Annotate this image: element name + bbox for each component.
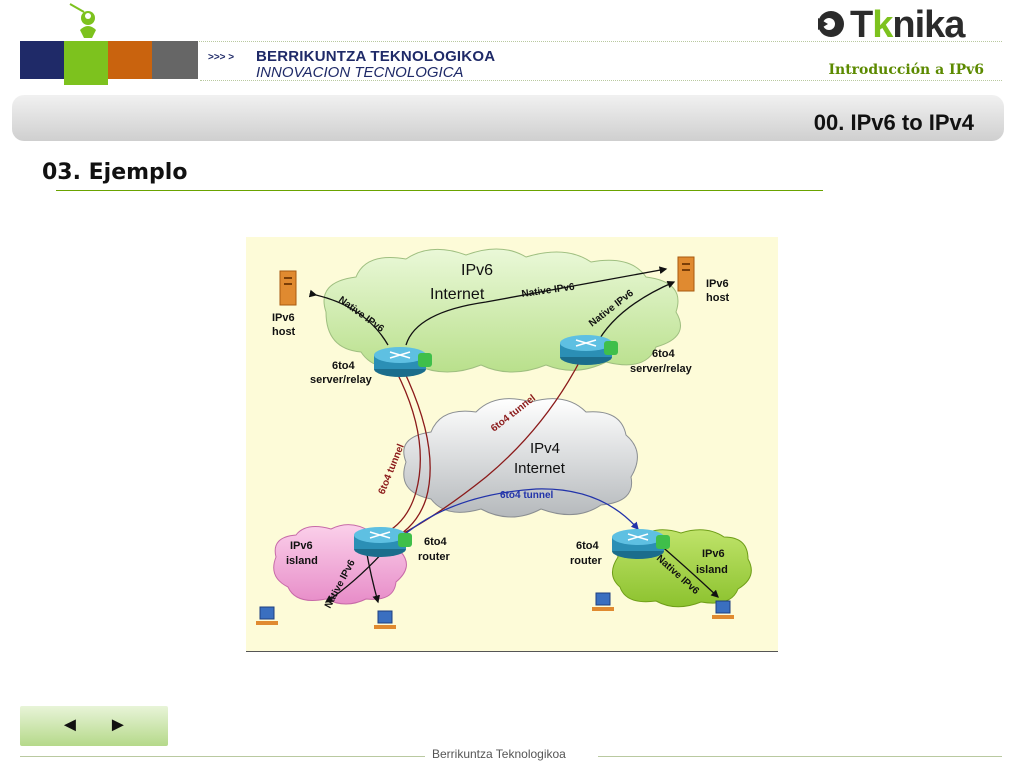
host-label-left-l1: IPv6 <box>272 312 295 324</box>
title-banner <box>12 95 1004 141</box>
island-label-right-l1: IPv6 <box>702 548 725 560</box>
logo-suffix: nika <box>892 4 965 46</box>
footer-rule-right <box>598 756 1002 757</box>
prev-slide-button[interactable]: ◄ <box>60 714 80 736</box>
header-dotted-line <box>200 80 1002 81</box>
island-label-left-l2: island <box>286 555 318 567</box>
logo-prefix: T <box>850 4 873 46</box>
ipv4-cloud-label-line1: IPv4 <box>530 440 560 457</box>
relay-label-right-l1: 6to4 <box>652 348 676 360</box>
logo-accent: k <box>872 4 893 46</box>
host-label-left-l2: host <box>272 326 296 338</box>
server-icon <box>677 256 695 292</box>
6to4-tunnel-label-routers: 6to4 tunnel <box>500 490 554 501</box>
mascot-icon <box>69 3 96 38</box>
footer-rule-left <box>20 756 425 757</box>
computer-icon <box>712 600 734 619</box>
router-label-right-l1: 6to4 <box>576 540 600 552</box>
brand-square-green <box>64 41 108 85</box>
brand-title-spanish: INNOVACION TECNOLOGICA <box>256 64 464 81</box>
native-ipv6-link-top <box>405 266 668 346</box>
computer-icon <box>256 606 278 625</box>
router-label-right-l2: router <box>570 555 603 567</box>
6to4-tunnel-link-left <box>374 366 421 539</box>
host-label-right-l1: IPv6 <box>706 278 729 290</box>
router-icon <box>560 335 618 365</box>
brand-square-orange <box>108 41 152 79</box>
section-rule <box>56 190 823 191</box>
brand-arrows: >>> > <box>208 52 235 63</box>
ipv6-cloud-label-line1: IPv6 <box>461 262 493 279</box>
island-label-right-l2: island <box>696 564 728 576</box>
relay-label-right-l2: server/relay <box>630 363 693 375</box>
island-label-left-l1: IPv6 <box>290 540 313 552</box>
brand-square-navy <box>20 41 64 79</box>
6to4-tunnel-label-left: 6to4 tunnel <box>377 442 407 496</box>
router-icon <box>612 529 670 559</box>
6to4-tunnel-link-left-return <box>387 359 431 542</box>
router-icon <box>374 347 432 377</box>
relay-label-left-l2: server/relay <box>310 374 373 386</box>
computer-icon <box>592 592 614 611</box>
logo-swirl-icon <box>818 11 844 37</box>
course-title: Introducción a IPv6 <box>828 62 984 78</box>
network-diagram: IPv6 Internet IPv4 Internet Native IPv6 … <box>246 237 778 652</box>
router-icon <box>354 527 412 557</box>
logo-text: Tknika <box>850 4 965 47</box>
ipv6-cloud-label-line2: Internet <box>430 286 485 303</box>
native-ipv6-link-left <box>308 289 389 346</box>
router-label-left-l1: 6to4 <box>424 536 448 548</box>
slide-nav-bar: ◄ ► <box>20 706 168 746</box>
next-slide-button[interactable]: ► <box>108 714 128 736</box>
6to4-tunnel-link-routers <box>395 488 639 543</box>
relay-label-left-l1: 6to4 <box>332 360 356 372</box>
ipv4-internet-cloud <box>403 398 638 518</box>
section-title: 03. Ejemplo <box>42 160 188 185</box>
brand-title-basque: BERRIKUNTZA TEKNOLOGIKOA <box>256 48 496 65</box>
header-dotted-line <box>20 41 1002 42</box>
ipv4-cloud-label-line2: Internet <box>514 460 566 477</box>
brand-square-gray <box>152 41 198 79</box>
router-label-left-l2: router <box>418 551 451 563</box>
server-icon <box>279 270 297 306</box>
host-label-right-l2: host <box>706 292 730 304</box>
slide-title: 00. IPv6 to IPv4 <box>813 110 974 135</box>
computer-icon <box>374 610 396 629</box>
footer-text: Berrikuntza Teknologikoa <box>432 747 566 761</box>
